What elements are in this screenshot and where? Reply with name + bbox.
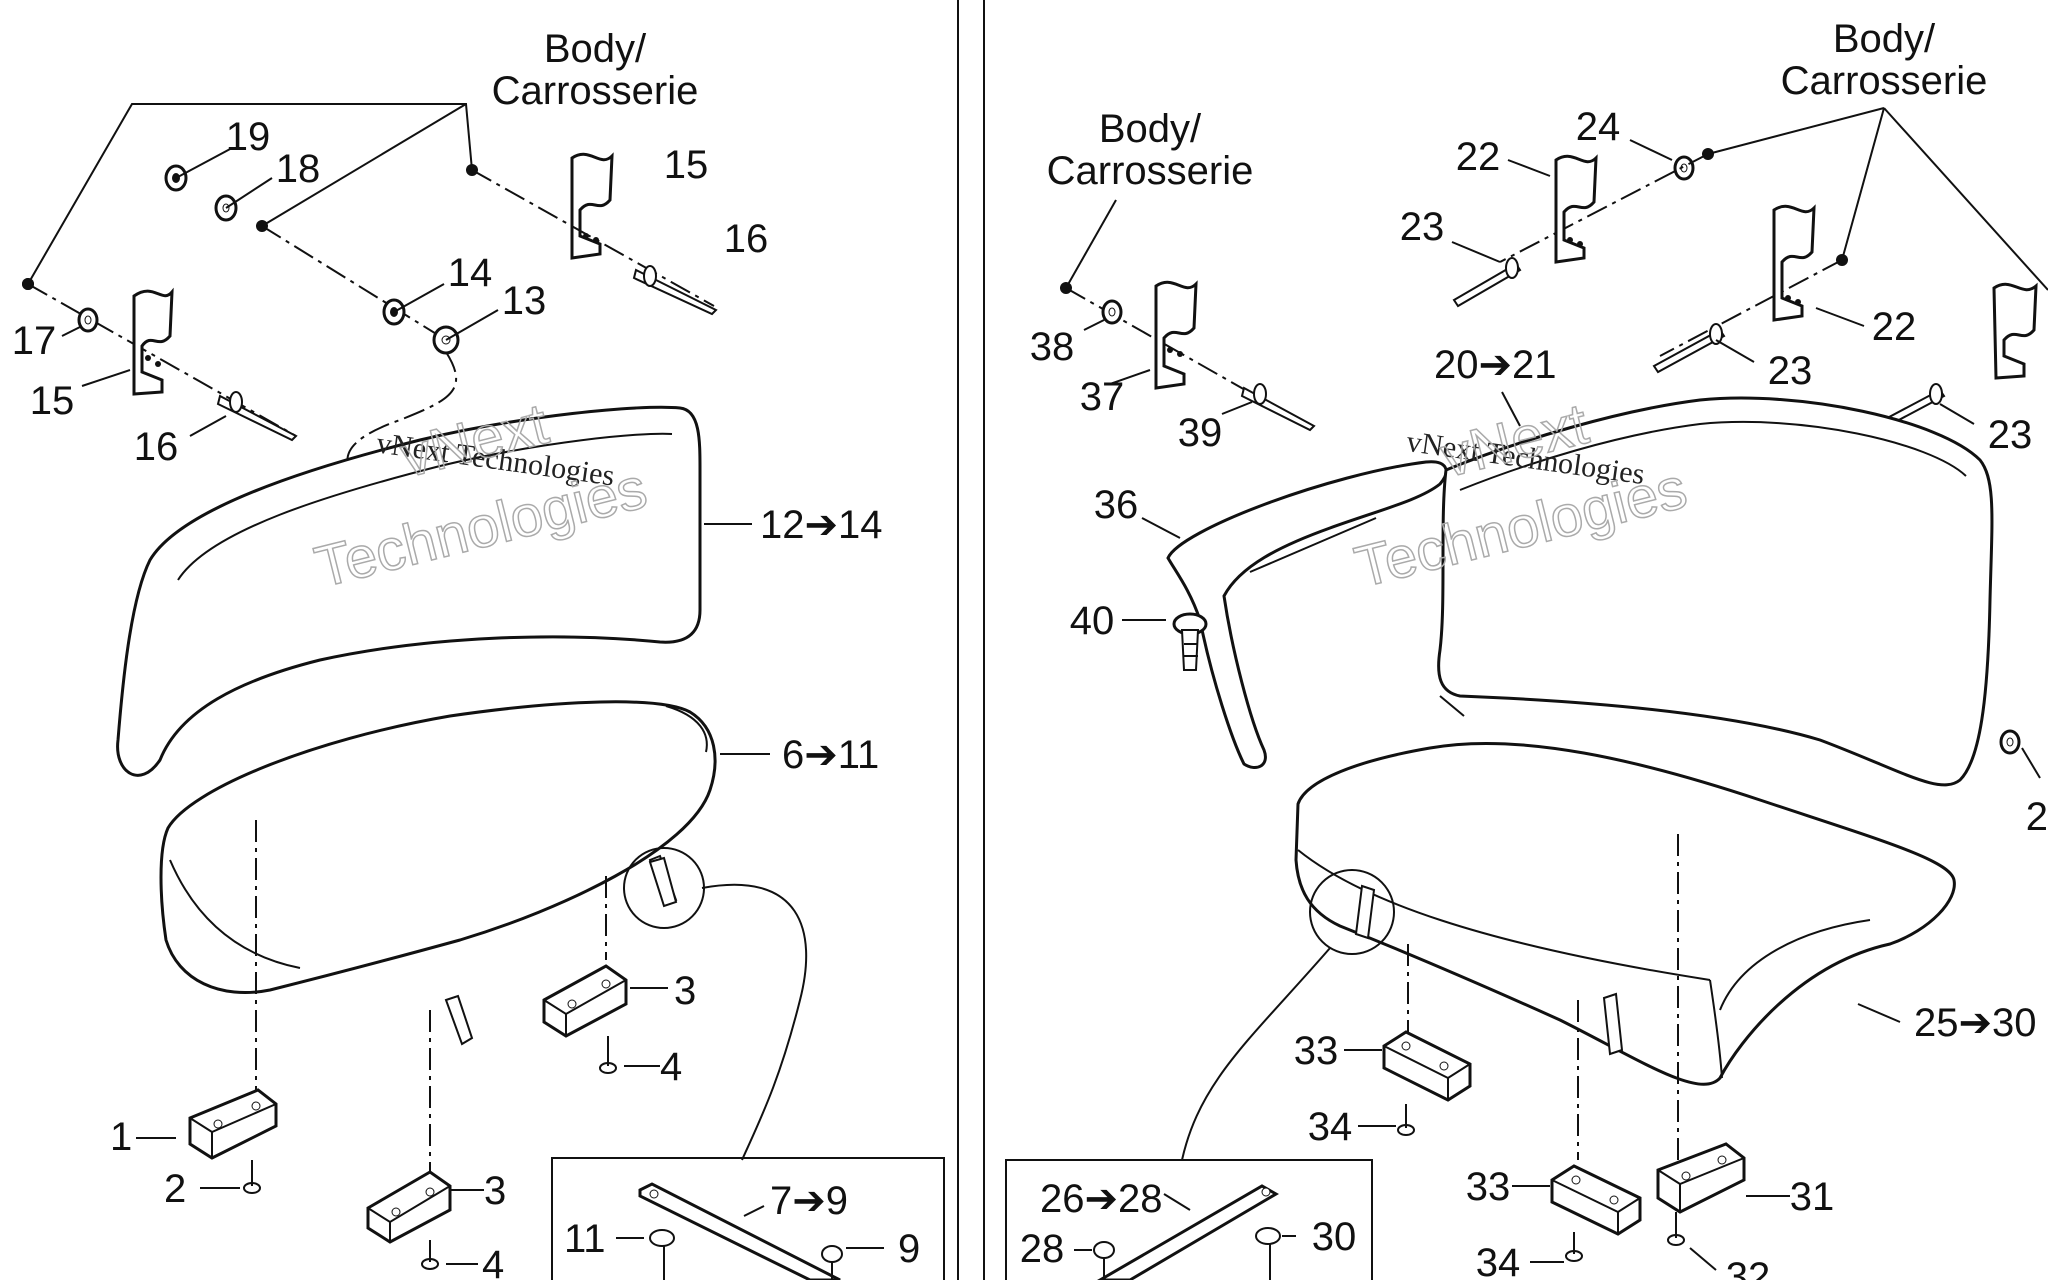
bracket-37 (1154, 280, 1198, 390)
label-1: 1 (110, 1115, 132, 1159)
label-4-upper: 4 (660, 1045, 682, 1089)
label-15-lower: 15 (30, 379, 75, 423)
backrest-left (116, 405, 702, 777)
body-callout-lines (27, 103, 473, 285)
label-34-lower: 34 (1476, 1241, 1521, 1280)
label-34-upper: 34 (1308, 1105, 1353, 1149)
washer-17 (77, 307, 99, 333)
label-18: 18 (276, 147, 321, 191)
bracket-22-top (1554, 154, 1598, 264)
body-label-right-b-line1: Body/ (1099, 107, 1202, 151)
left-panel: Body/ Carrosserie (12, 27, 945, 1280)
detail-circle-left (623, 847, 808, 1161)
label-23-far: 23 (1988, 413, 2033, 457)
body-label-right-a-line1: Body/ (1833, 17, 1936, 61)
screw-34-lower (1565, 1232, 1583, 1262)
label-22-top: 22 (1456, 135, 1501, 179)
label-37: 37 (1080, 375, 1125, 419)
backrest-right (1437, 396, 1994, 787)
block-3-lower (366, 1170, 452, 1244)
label-24: 24 (1576, 105, 1621, 149)
label-16-lower: 16 (134, 425, 179, 469)
seat-right (1294, 741, 1956, 1086)
block-1 (188, 1088, 278, 1160)
detail-box-left (551, 1157, 945, 1280)
label-32: 32 (1726, 1255, 1771, 1280)
panel-divider (957, 0, 985, 1280)
label-6-11: 6➔11 (782, 733, 879, 777)
label-2-right-edge: 2 (2026, 795, 2048, 839)
label-38: 38 (1030, 325, 1075, 369)
label-2: 2 (164, 1167, 186, 1211)
label-36: 36 (1094, 483, 1139, 527)
body-label-right-b-line2: Carrosserie (1047, 149, 1254, 193)
label-23-mid: 23 (1768, 349, 1813, 393)
block-33-upper (1382, 1030, 1472, 1102)
block-33-lower (1550, 1164, 1642, 1236)
label-40: 40 (1070, 599, 1115, 643)
rivet-39 (1240, 383, 1316, 432)
screw-40 (1172, 612, 1208, 671)
label-39: 39 (1178, 411, 1223, 455)
label-28: 28 (1020, 1227, 1065, 1271)
label-9: 9 (898, 1227, 920, 1271)
bracket-22-mid (1772, 204, 1816, 322)
label-16-upper: 16 (724, 217, 769, 261)
washer-far-right (1999, 729, 2041, 779)
label-17: 17 (12, 319, 57, 363)
body-label-left-line1: Body/ (544, 27, 647, 71)
label-3-lower: 3 (484, 1169, 506, 1213)
label-19: 19 (226, 115, 271, 159)
bracket-22-far (1992, 282, 2038, 380)
label-25-30: 25➔30 (1914, 1001, 2037, 1045)
washer-24 (1673, 155, 1695, 181)
screw-34-upper (1397, 1104, 1415, 1136)
label-33-upper: 33 (1294, 1029, 1339, 1073)
rivet-23-top (1452, 257, 1522, 308)
rivet-16-upper (632, 265, 718, 316)
body-label-right-a-line2: Carrosserie (1781, 59, 1988, 103)
label-11: 11 (564, 1217, 606, 1261)
washer-38 (1101, 299, 1123, 325)
label-4-lower: 4 (482, 1243, 504, 1280)
label-15-upper: 15 (664, 143, 709, 187)
bracket-15-lower (132, 287, 174, 396)
side-panel-36 (1166, 460, 1448, 769)
detail-circle-right (1181, 869, 1395, 1161)
rivet-16-lower (216, 391, 298, 442)
label-26-28: 26➔28 (1040, 1177, 1163, 1221)
label-14: 14 (448, 251, 493, 295)
label-22-mid: 22 (1872, 305, 1917, 349)
right-panel: Body/ Carrosserie Body/ Carrosserie (1005, 17, 2048, 1280)
label-33-lower: 33 (1466, 1165, 1511, 1209)
screw-4-upper (599, 1036, 617, 1074)
block-3-upper (542, 964, 628, 1038)
screw-32 (1667, 1212, 1717, 1271)
label-31: 31 (1790, 1175, 1835, 1219)
label-7-9: 7➔9 (770, 1179, 848, 1223)
seat-left (159, 700, 717, 995)
body-label-left-line2: Carrosserie (492, 69, 699, 113)
label-12-14: 12➔14 (760, 503, 883, 547)
label-20-21: 20➔21 (1434, 343, 1557, 387)
label-30: 30 (1312, 1215, 1357, 1259)
rivet-23-mid (1652, 323, 1726, 374)
block-31 (1656, 1142, 1746, 1214)
screw-4-lower (421, 1240, 439, 1270)
label-3-upper: 3 (674, 969, 696, 1013)
bracket-15-upper (570, 152, 614, 260)
screw-2 (243, 1160, 261, 1194)
detail-box-right (1005, 1159, 1373, 1280)
label-13: 13 (502, 279, 547, 323)
label-23-top: 23 (1400, 205, 1445, 249)
